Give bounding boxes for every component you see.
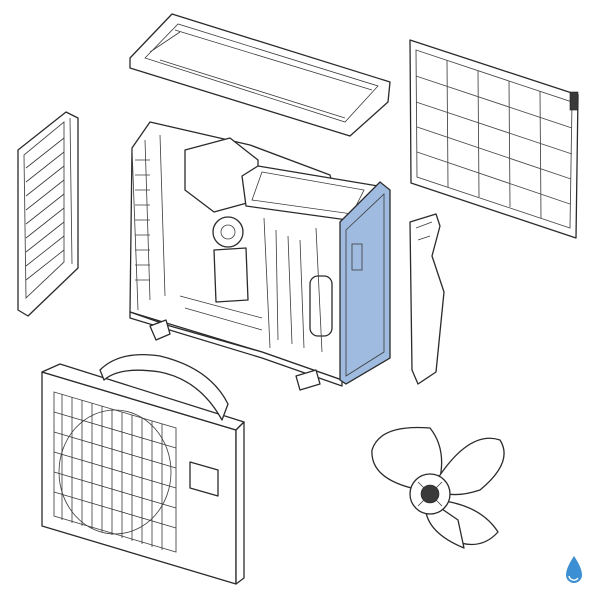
side-grille bbox=[17, 111, 79, 317]
rear-grille bbox=[409, 39, 579, 239]
front-panel bbox=[41, 353, 245, 585]
side-cover bbox=[409, 213, 445, 385]
top-cover-panel bbox=[129, 13, 391, 137]
water-drop-logo-icon bbox=[566, 556, 582, 583]
unit-chassis bbox=[129, 121, 379, 391]
service-panel bbox=[339, 181, 391, 385]
fan-blade bbox=[371, 426, 505, 549]
